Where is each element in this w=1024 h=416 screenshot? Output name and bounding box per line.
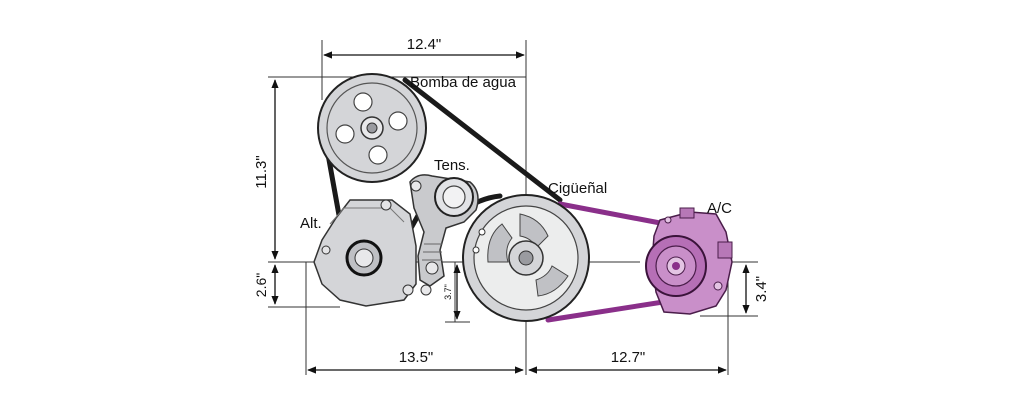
ac-compressor bbox=[645, 207, 733, 315]
dimension-lines bbox=[271, 51, 750, 374]
dim-crank-small-label: 3.7" bbox=[443, 284, 453, 300]
alternator bbox=[313, 199, 417, 307]
alternator-label: Alt. bbox=[300, 215, 322, 232]
crankshaft-label: Cigüeñal bbox=[548, 180, 607, 197]
water-pump-label: Bomba de agua bbox=[410, 74, 517, 91]
crankshaft-pulley bbox=[462, 194, 590, 322]
dim-bottom-right-label: 12.7" bbox=[611, 349, 646, 366]
tensioner-label: Tens. bbox=[434, 157, 470, 174]
dim-top-label: 12.4" bbox=[407, 36, 442, 53]
water-pump-pulley bbox=[317, 73, 427, 183]
dim-left-label: 11.3" bbox=[253, 155, 270, 188]
dim-ac-label: 3.4" bbox=[753, 276, 770, 302]
dim-left-small-label: 2.6" bbox=[253, 273, 269, 297]
ac-label: A/C bbox=[707, 200, 732, 217]
dim-bottom-left-label: 13.5" bbox=[399, 349, 434, 366]
ac-belt bbox=[545, 201, 679, 323]
tensioner bbox=[409, 174, 479, 296]
